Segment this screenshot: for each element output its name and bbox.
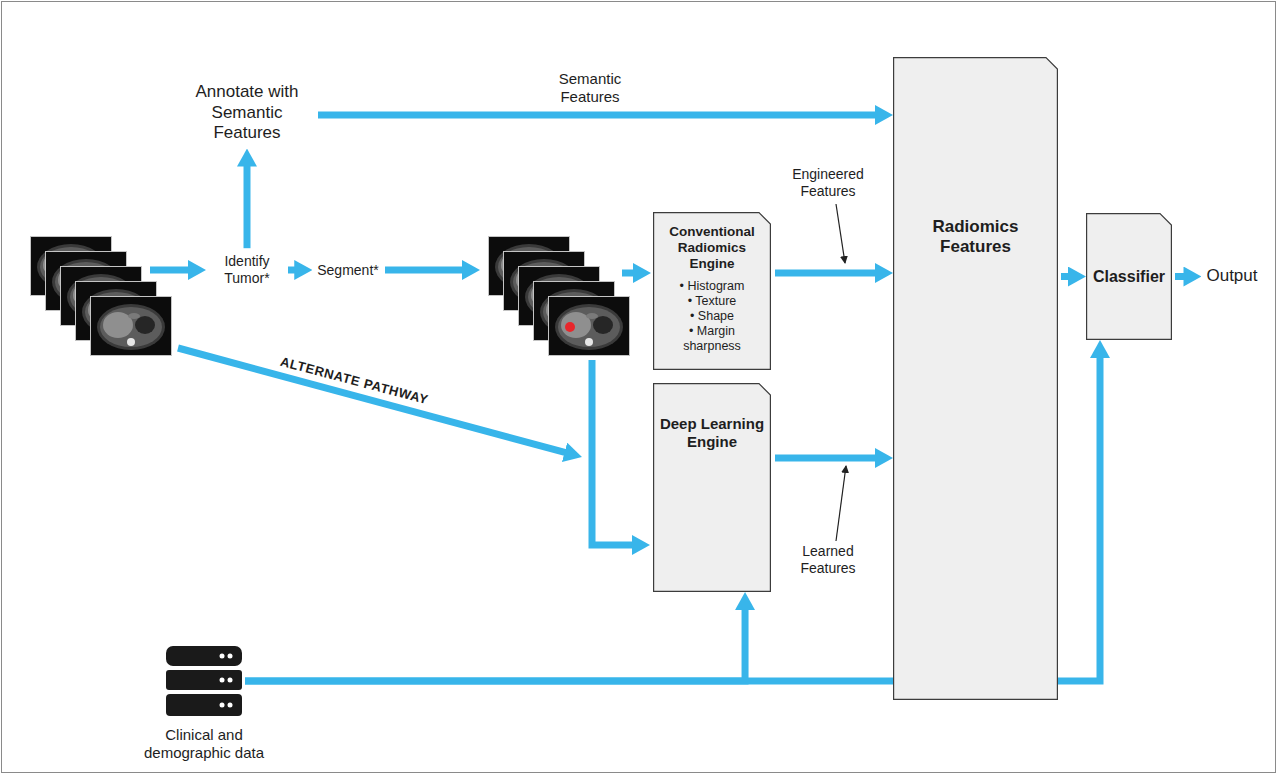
box-outline — [894, 58, 1058, 700]
alternate-arrow — [178, 348, 572, 454]
box-outline — [893, 57, 1058, 700]
server-light — [220, 703, 225, 708]
server-light — [228, 703, 233, 708]
bullet-item: • Texture — [659, 294, 765, 309]
node-text: Identify Tumor* — [211, 253, 283, 287]
ct-slice — [549, 297, 630, 356]
caption-holder: Clinical and demographic data — [129, 726, 279, 762]
node-text: Classifier — [1090, 267, 1168, 286]
flow-arrow — [775, 270, 883, 277]
flow-arrow — [288, 267, 302, 274]
box-outline — [1087, 214, 1172, 340]
node-text: Annotate with Semantic Features — [181, 82, 313, 143]
callout-label: Engineered Features — [782, 166, 874, 200]
process-step: Annotate with Semantic Features — [181, 82, 313, 143]
box-outline — [654, 213, 771, 370]
ct-slice — [91, 297, 172, 356]
classifier-box: Classifier — [1086, 213, 1172, 340]
server-slab — [166, 694, 242, 716]
flow-arrow — [150, 267, 196, 274]
server-light — [228, 678, 233, 683]
bullet-item: • Histogram — [659, 279, 765, 294]
box-outline — [654, 384, 771, 592]
tumor-mark — [565, 322, 575, 332]
server-light — [220, 678, 225, 683]
server-light — [228, 654, 233, 659]
edge-label: Semantic Features — [545, 70, 635, 106]
process-step: Segment* — [317, 262, 378, 279]
node-text: Segment* — [317, 262, 378, 279]
flow-arrow — [244, 159, 251, 249]
flow-arrow — [622, 270, 641, 277]
node-text: Conventional Radiomics Engine — [659, 224, 765, 273]
node-text: Radiomics Features — [899, 217, 1052, 258]
flow-arrow — [245, 602, 745, 681]
database-icon — [166, 646, 242, 716]
feature-box: Radiomics Features — [893, 57, 1058, 700]
flow-arrow — [1061, 273, 1076, 280]
callout-label: Learned Features — [782, 543, 874, 577]
box-outline — [653, 383, 771, 592]
flow-arrow — [385, 267, 470, 274]
flow-arrow — [1175, 273, 1191, 280]
bullet-item: • Shape — [659, 309, 765, 324]
node-text: Clinical and demographic data — [129, 726, 279, 762]
engine-box: Conventional Radiomics Engine • Histogram… — [653, 212, 771, 370]
flow-arrow — [592, 360, 640, 545]
server-light — [220, 654, 225, 659]
flow-arrow — [318, 111, 883, 118]
server-slab — [166, 670, 242, 690]
engine-box: Deep Learning Engine — [653, 383, 771, 592]
output-text: Output — [1206, 266, 1257, 286]
flow-arrow — [775, 455, 883, 462]
node-text: Deep Learning Engine — [659, 415, 765, 451]
server-slab — [166, 646, 242, 666]
node-text: Output — [1206, 266, 1257, 286]
bullet-item: • Margin sharpness — [659, 324, 765, 354]
process-step: Identify Tumor* — [211, 253, 283, 287]
database-icon: Clinical and demographic data — [166, 646, 242, 716]
leader-line — [836, 204, 845, 263]
leader-line — [836, 466, 846, 541]
